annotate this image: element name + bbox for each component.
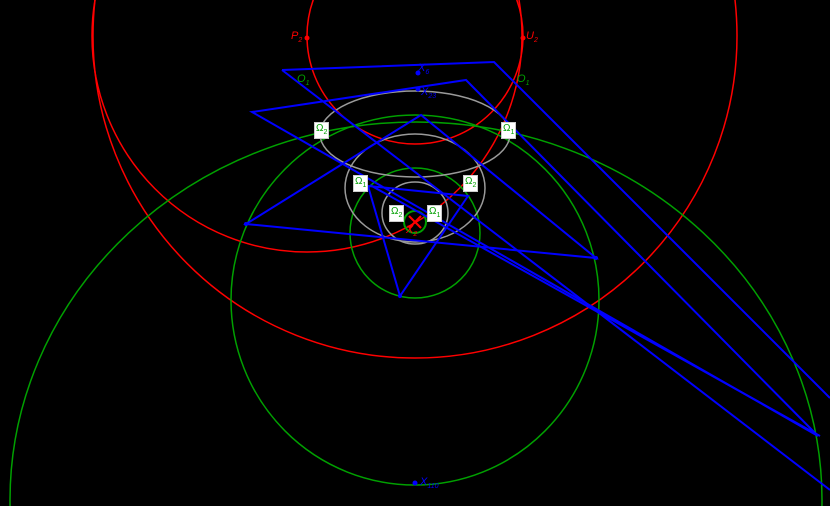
label-U2: U2 [526, 30, 538, 45]
blue-triangle-top [281, 60, 830, 399]
label-omega-outer-left: Ω2 [314, 122, 330, 139]
label-omega-inner-right: Ω1 [427, 205, 443, 222]
blue-triangle-mid [249, 78, 819, 437]
label-X6: X6 [418, 62, 430, 77]
label-omega-mid-left: Ω1 [353, 175, 369, 192]
red-circle-large [92, 0, 738, 359]
label-O1-right: O1 [517, 73, 530, 88]
label-P2: P2 [291, 30, 303, 45]
label-omega-inner-left: Ω2 [389, 205, 405, 222]
blue-line-a [281, 69, 830, 491]
gray-ellipse-inner [381, 181, 449, 245]
label-X23: X23 [421, 86, 437, 101]
gray-ellipse-mid [344, 133, 486, 243]
green-ellipse-outer [9, 121, 823, 506]
label-X110: X110 [420, 476, 439, 491]
green-ellipse-inner [349, 167, 481, 299]
green-ellipse-mid [230, 114, 600, 486]
blue-line-b [369, 184, 821, 437]
label-omega-mid-right: Ω2 [463, 175, 479, 192]
blue-triangle-small [366, 184, 470, 299]
label-O1-left: O1 [297, 73, 310, 88]
label-X2: X2 [406, 224, 418, 239]
label-omega-outer-right: Ω1 [501, 122, 517, 139]
blue-triangle-inner [242, 113, 600, 260]
